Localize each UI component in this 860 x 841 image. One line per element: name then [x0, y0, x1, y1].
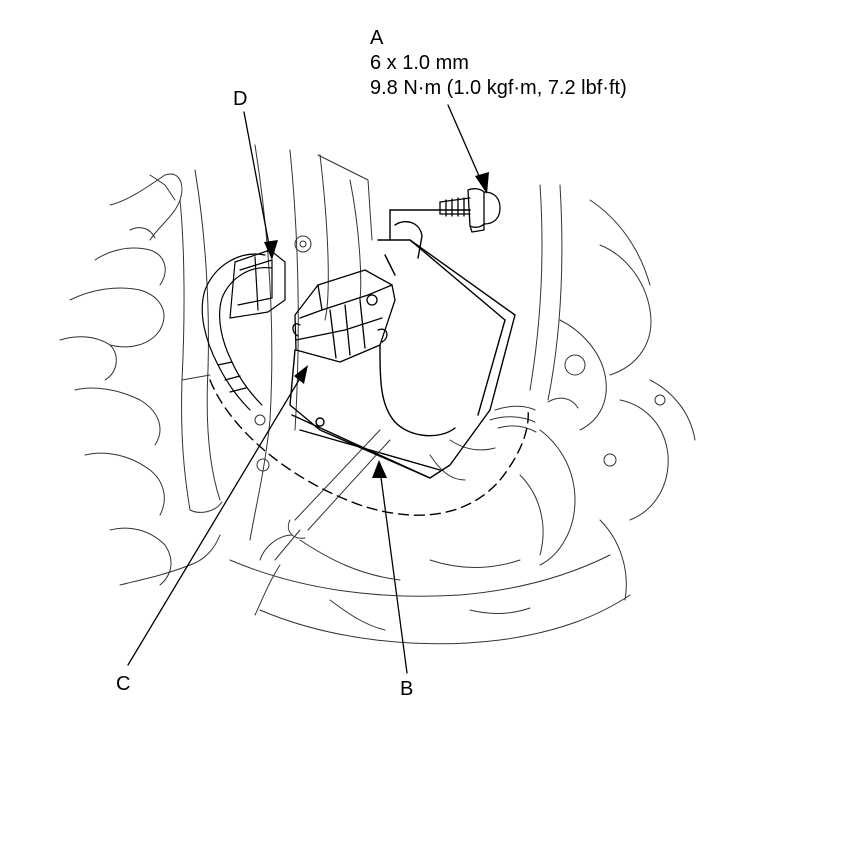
- bolt: [439, 188, 501, 233]
- arrowheads: [264, 172, 489, 478]
- connector: [292, 269, 396, 363]
- leader-lines: [127, 104, 484, 674]
- callout-a-torque-spec: 9.8 N·m (1.0 kgf·m, 7.2 lbf·ft): [370, 77, 627, 99]
- callout-a-bolt-size: 6 x 1.0 mm: [370, 52, 469, 74]
- background-engine-parts: [59, 144, 696, 645]
- hidden-outline: [209, 379, 529, 516]
- wire-harness: [201, 249, 286, 411]
- arrowhead-b: [372, 460, 387, 478]
- arrowhead-c: [294, 365, 308, 384]
- callout-b-letter: B: [400, 678, 414, 700]
- sensor-unit: [289, 209, 516, 479]
- callout-c-letter: C: [116, 673, 131, 695]
- callout-d-letter: D: [233, 88, 248, 110]
- callout-a-letter: A: [370, 27, 384, 49]
- arrowhead-a: [475, 172, 489, 194]
- arrowhead-d: [264, 240, 278, 260]
